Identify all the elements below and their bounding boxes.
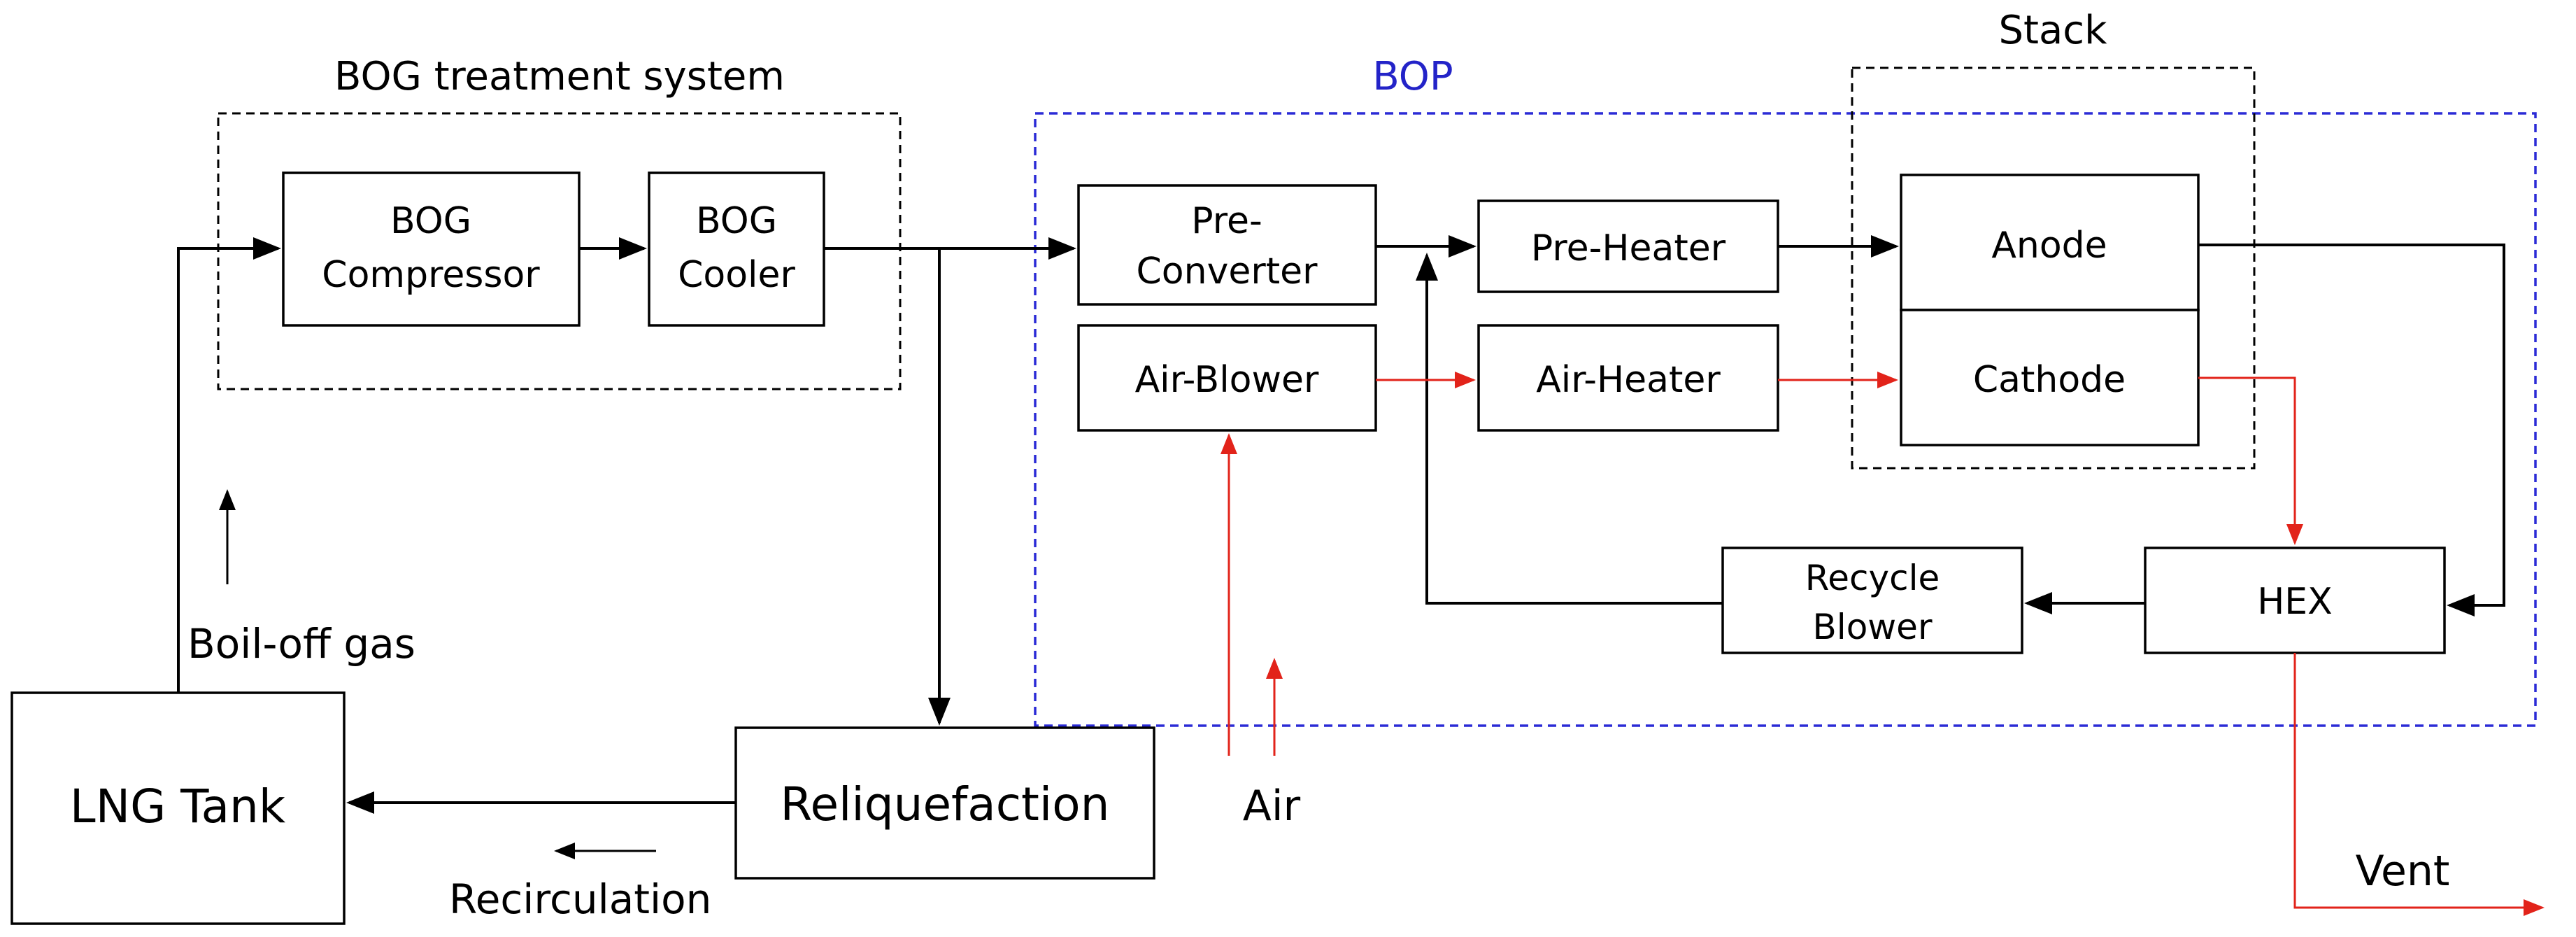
boil-off-gas-line [177,237,281,693]
bog-compressor-label-line2: Compressor [322,254,540,296]
recycle-blower-label-line1: Recycle [1805,558,1940,598]
recycle-blower-box: Recycle Blower [1721,547,2023,654]
recycle-blower-label-line2: Blower [1813,607,1933,647]
pre-converter-label-line1: Pre- [1191,200,1262,242]
reliquefaction-box: Reliquefaction [734,726,1155,880]
pre-heater-label: Pre-Heater [1531,227,1726,269]
bog-treatment-system-label: BOG treatment system [334,54,785,99]
pre-converter-label-line2: Converter [1137,251,1318,293]
air-label: Air [1243,782,1301,831]
hex-label: HEX [2257,581,2333,623]
anode-to-hex-arrow [2198,244,2505,617]
bog-cooler-label-line2: Cooler [678,254,795,296]
bop-label: BOP [1372,54,1453,99]
lng-tank-label: LNG Tank [70,780,286,833]
bog-cooler-label-line1: BOG [696,200,777,242]
boil-off-gas-label: Boil-off gas [187,620,415,668]
hex-to-vent-arrow [2293,653,2545,916]
bog-compressor-box: BOG Compressor [282,171,581,327]
air-blower-label: Air-Blower [1135,359,1319,401]
lng-tank-box: LNG Tank [10,691,346,925]
hex-box: HEX [2144,547,2446,654]
vent-label: Vent [2356,847,2450,896]
cathode-to-hex-arrow [2198,376,2303,545]
bop-boundary [1034,112,2537,727]
stack-label: Stack [1998,8,2107,53]
reliquefaction-label: Reliquefaction [781,777,1110,831]
bog-compressor-label-line1: BOG [390,200,471,242]
bog-treatment-system-boundary [217,112,902,390]
air-heater-box: Air-Heater [1477,324,1779,432]
air-blower-box: Air-Blower [1077,324,1377,432]
recirculation-label: Recirculation [449,875,711,923]
recycle-blower-to-pre-heater-arrow [1416,253,1723,605]
pre-converter-box: Pre- Converter [1077,184,1377,306]
air-heater-label: Air-Heater [1536,359,1721,401]
pre-heater-box: Pre-Heater [1477,199,1779,293]
cathode-box: Cathode [1900,309,2200,446]
anode-label: Anode [1991,225,2107,267]
anode-box: Anode [1900,174,2200,311]
bog-cooler-box: BOG Cooler [648,171,825,327]
cathode-label: Cathode [1973,359,2126,401]
stack-boundary [1851,66,2256,470]
